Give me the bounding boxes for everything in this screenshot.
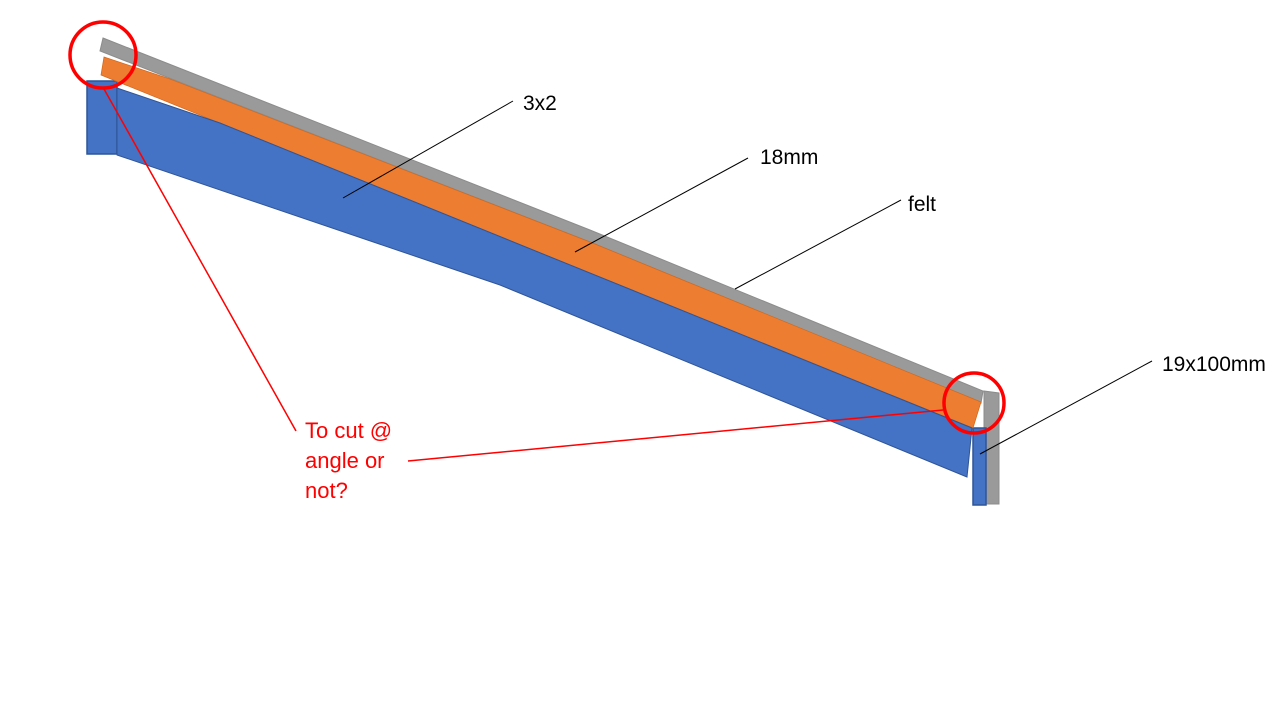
right-post-shape [972,427,987,506]
left-post-shape [86,80,118,155]
annotation-text-line2: angle or [305,448,385,473]
annotation-text-line3: not? [305,478,348,503]
rafter-leader-line [342,100,514,199]
left-joint-highlight-circle [68,20,138,90]
annotation-leader-line-left [103,88,297,432]
felt-label: felt [908,193,937,216]
rafter-label: 3x2 [523,92,557,115]
annotation-text-line1: To cut @ [305,418,393,443]
annotation-leader-line-right [407,409,944,462]
deck-board-shape [100,56,982,429]
fascia-leader-line [979,360,1153,455]
right-joint-highlight-circle [942,371,1006,435]
rafter-beam-shape [116,87,973,478]
felt-leader-line [734,199,902,290]
fascia-label: 19x100mm [1162,353,1266,376]
board-thickness-leader-line [574,157,749,253]
board-thickness-label: 18mm [760,146,819,169]
annotation-text: To cut @ angle or not? [305,416,392,506]
